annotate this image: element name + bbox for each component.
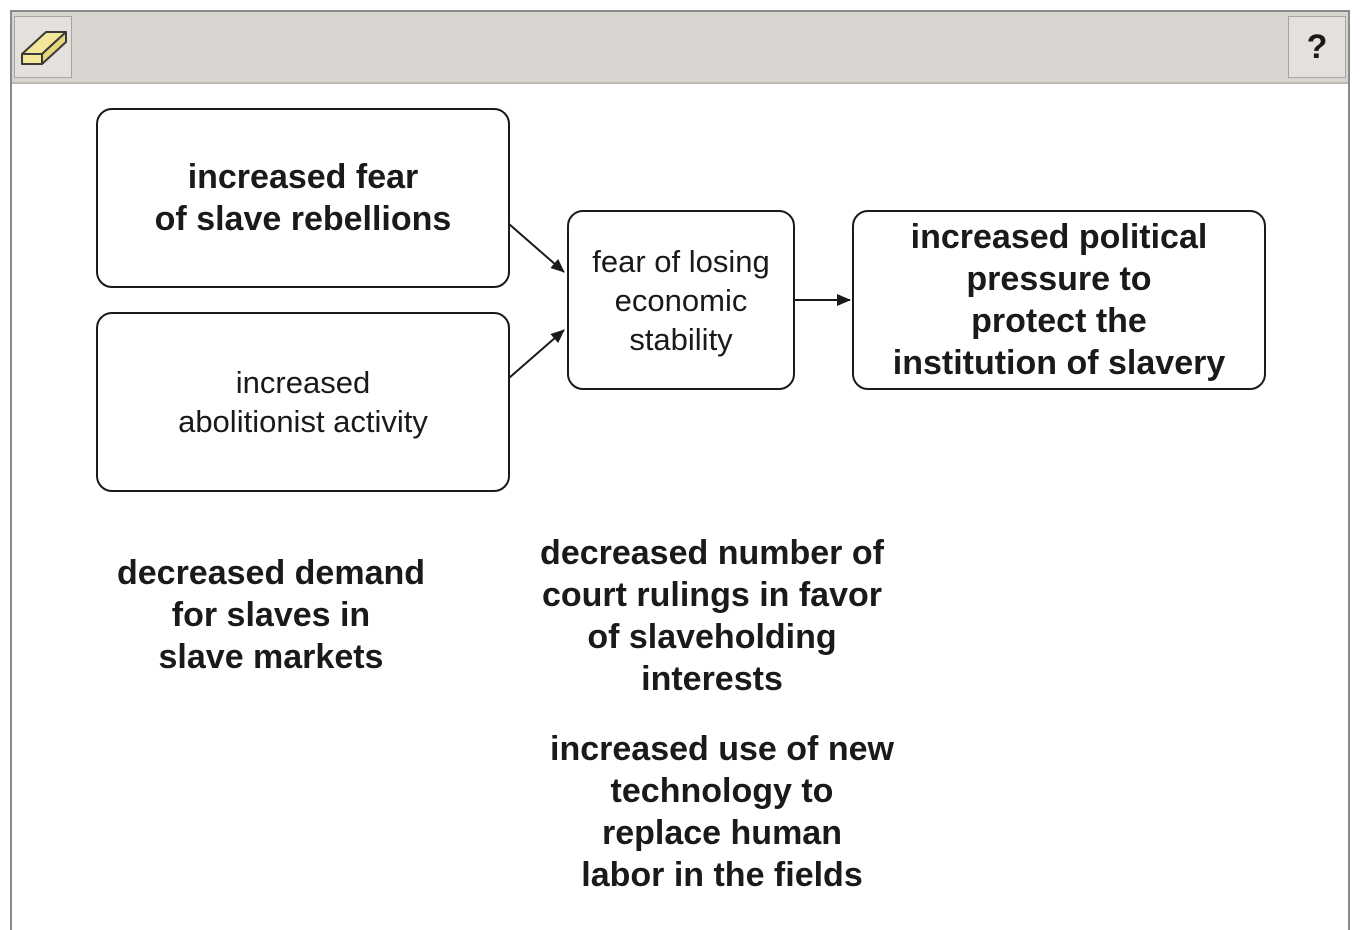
option-new-technology[interactable]: increased use of new technology to repla…: [550, 730, 894, 894]
toolbar: ?: [12, 12, 1348, 84]
diagram-window: ? increased fear of slave rebellions inc…: [10, 10, 1350, 930]
box-label: fear of losing economic stability: [592, 243, 770, 357]
box-political-pressure[interactable]: increased political pressure to protect …: [852, 210, 1266, 390]
option-decreased-court-rulings[interactable]: decreased number of court rulings in fav…: [540, 534, 884, 698]
diagram-canvas: increased fear of slave rebellions incre…: [12, 84, 1348, 930]
box-label: increased fear of slave rebellions: [154, 158, 452, 238]
box-label: increased political pressure to protect …: [892, 218, 1226, 382]
box-economic-stability[interactable]: fear of losing economic stability: [567, 210, 795, 390]
option-decreased-demand[interactable]: decreased demand for slaves in slave mar…: [116, 554, 426, 676]
box-label: increased abolitionist activity: [178, 365, 428, 439]
help-button[interactable]: ?: [1288, 16, 1346, 78]
eraser-button[interactable]: [14, 16, 72, 78]
arrow-abolitionist-to-economic: [508, 329, 565, 379]
box-abolitionist-activity[interactable]: increased abolitionist activity: [96, 312, 510, 492]
help-label: ?: [1306, 28, 1328, 66]
box-fear-of-slave-rebellions[interactable]: increased fear of slave rebellions: [96, 108, 510, 288]
eraser-icon: [21, 31, 67, 65]
arrow-rebellions-to-economic: [508, 223, 565, 273]
